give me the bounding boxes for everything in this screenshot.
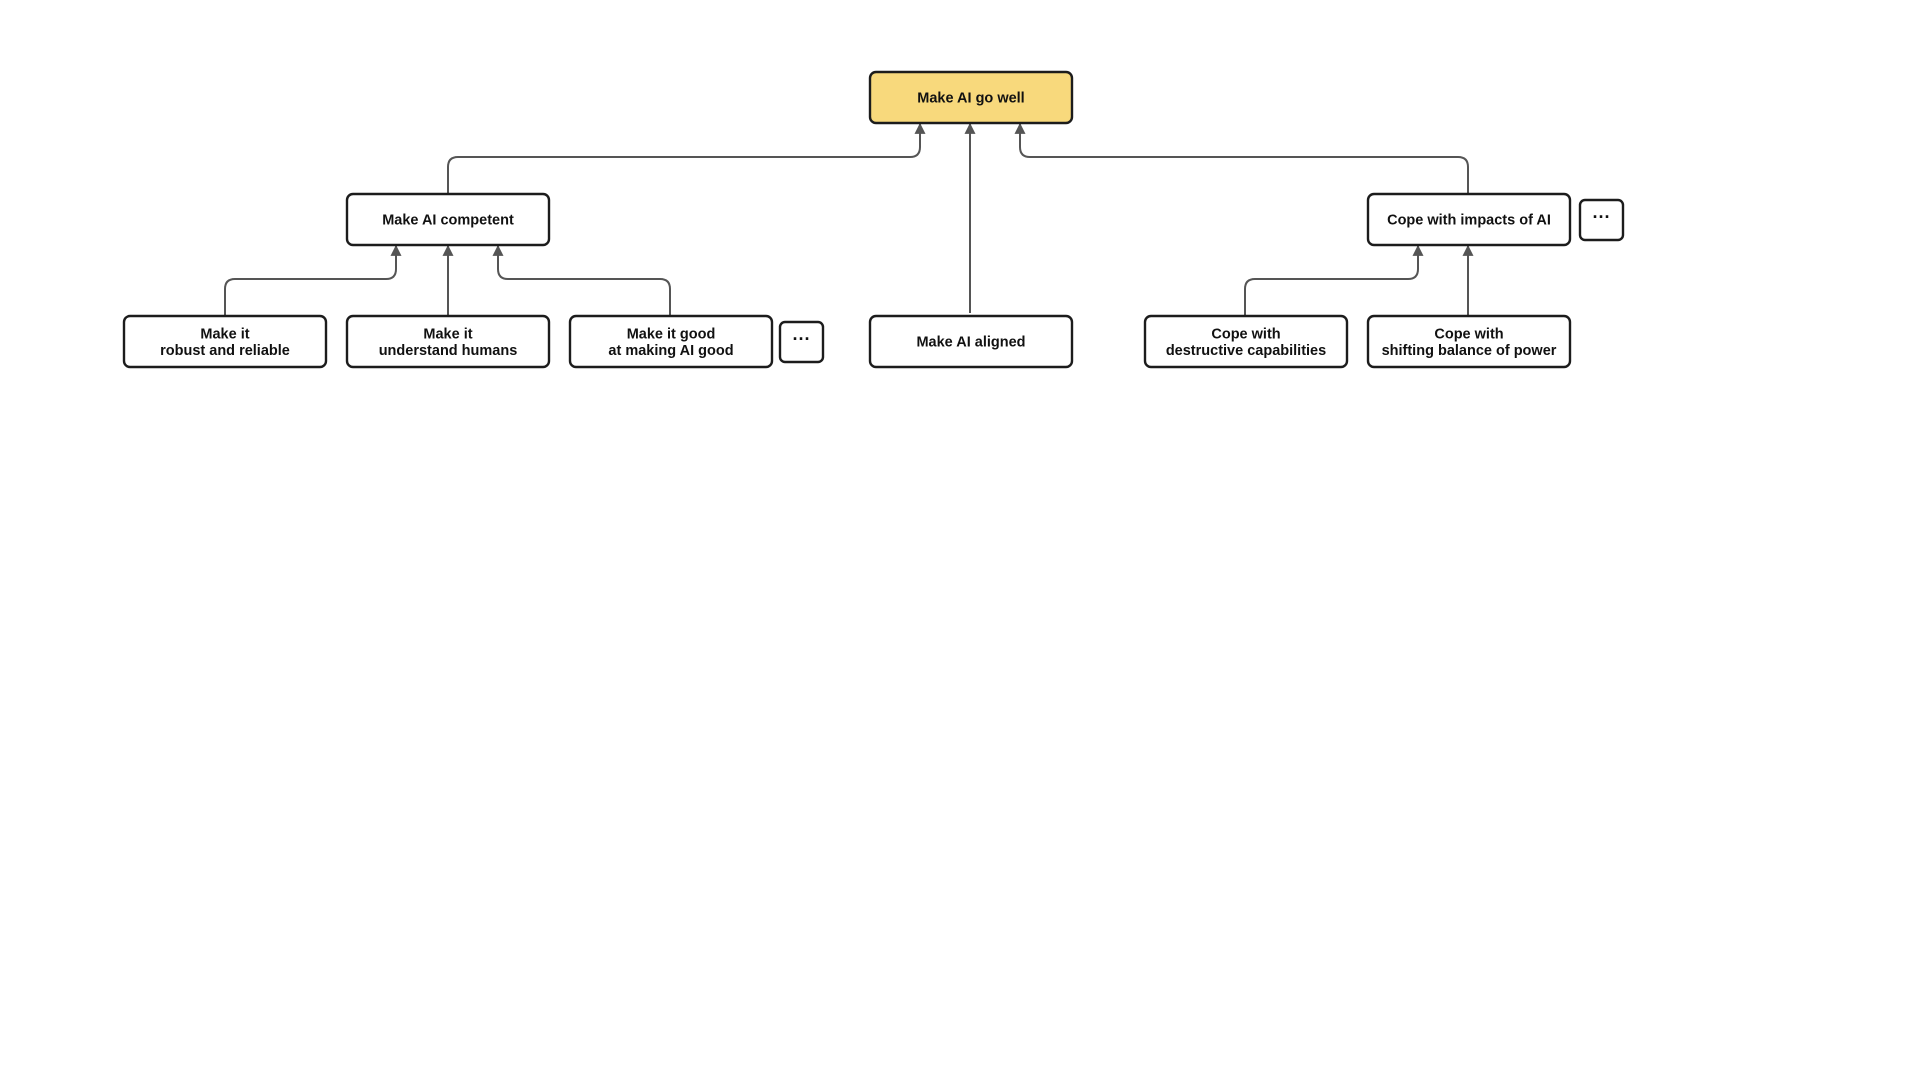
node-aligned-box [868, 314, 1074, 369]
ellipsis-icon: ··· [793, 329, 811, 349]
edge-competent-to-root [447, 122, 926, 193]
node-understand-box [345, 314, 551, 369]
node-competent-label-line-1: Make AI competent [382, 213, 514, 229]
node-power-box [1366, 314, 1572, 369]
node-aligned[interactable]: Make AI aligned [868, 314, 1074, 369]
node-aligned-label-line-1: Make AI aligned [916, 335, 1025, 351]
more-button-competent_children-box [778, 320, 825, 364]
more-button-competent_children[interactable]: ··· [778, 320, 825, 364]
node-destructive-label-line-2: destructive capabilities [1166, 343, 1326, 359]
node-impacts-box [1366, 192, 1572, 247]
node-robust-label-line-1: Make it [200, 326, 249, 342]
edge-destructive-to-impacts [1244, 244, 1424, 315]
edge-robust-to-competent [224, 244, 402, 315]
node-root-box [868, 70, 1074, 125]
node-root[interactable]: Make AI go well [868, 70, 1074, 125]
edge-impacts-to-root [1014, 122, 1469, 193]
edges [224, 122, 1474, 315]
node-root-label-line-1: Make AI go well [917, 91, 1024, 107]
node-power-label-line-1: Cope with [1434, 326, 1503, 342]
edge-good-to-competent [492, 244, 671, 315]
more-button-impacts_more[interactable]: ··· [1578, 198, 1625, 242]
node-understand-label-line-2: understand humans [379, 343, 518, 359]
node-destructive-box [1143, 314, 1349, 369]
node-destructive-label-line-1: Cope with [1211, 326, 1280, 342]
node-understand-label-line-1: Make it [423, 326, 472, 342]
more-button-impacts_more-box [1578, 198, 1625, 242]
node-good-box [568, 314, 774, 369]
node-power-label-line-2: shifting balance of power [1382, 343, 1557, 359]
ellipsis-icon: ··· [1593, 207, 1611, 227]
node-competent-box [345, 192, 551, 247]
node-robust-box [122, 314, 328, 369]
node-impacts[interactable]: Cope with impacts of AI [1366, 192, 1572, 247]
node-good-label-line-2: at making AI good [608, 343, 733, 359]
node-competent[interactable]: Make AI competent [345, 192, 551, 247]
node-impacts-label-line-1: Cope with impacts of AI [1387, 213, 1551, 229]
node-good-label-line-1: Make it good [627, 326, 716, 342]
node-robust-label-line-2: robust and reliable [160, 343, 290, 359]
